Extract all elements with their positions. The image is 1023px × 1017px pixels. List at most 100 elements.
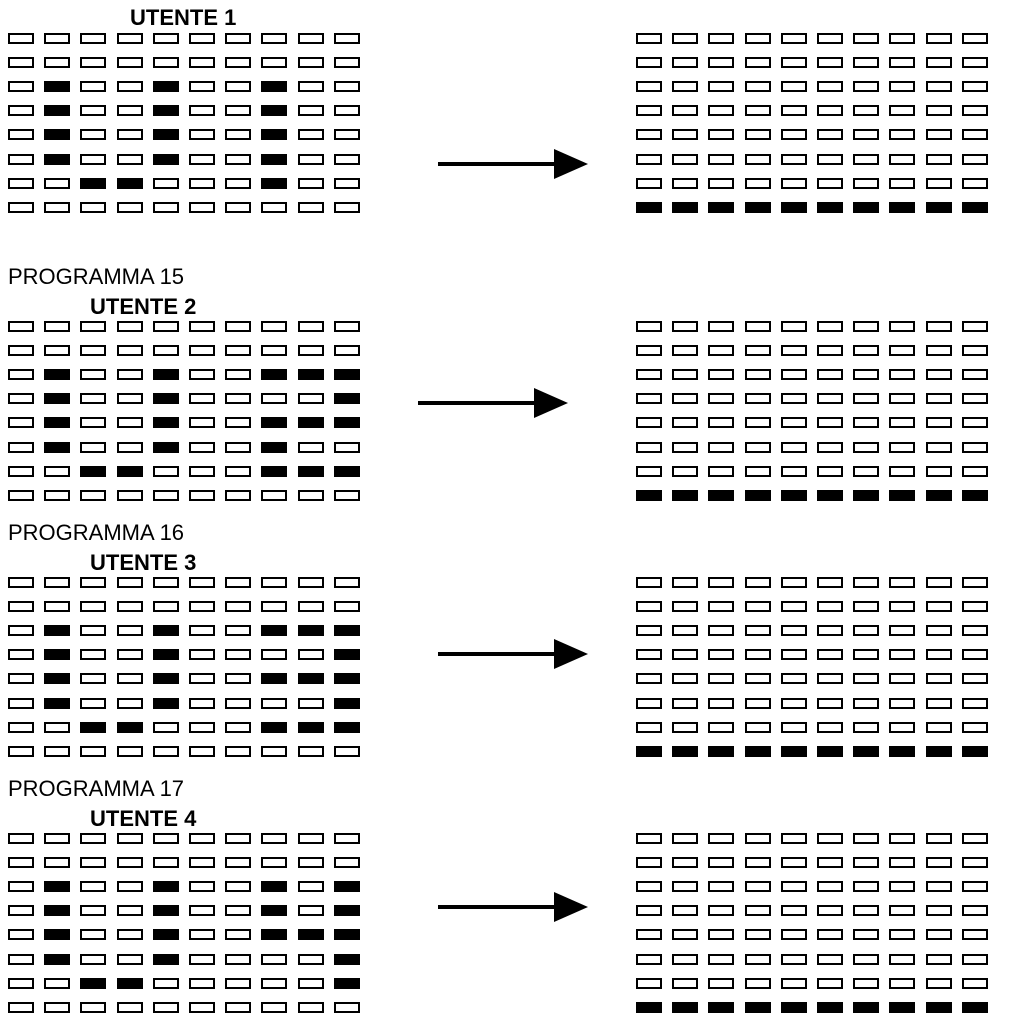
grid-cell-off [80,490,106,501]
grid-cell-off [672,466,698,477]
grid-cell-on [334,466,360,477]
grid-cell-on [708,202,734,213]
grid-cell-on [745,490,771,501]
grid-cell-off [8,698,34,709]
grid-cell-off [962,321,988,332]
grid-cell-off [153,978,179,989]
grid-cell-off [117,57,143,68]
grid-cell-on [153,954,179,965]
grid-cell-off [153,345,179,356]
grid-cell-off [672,881,698,892]
grid-cell-on [334,649,360,660]
grid-cell-off [889,369,915,380]
program-label-3: PROGRAMMA 16 [8,520,185,545]
grid-cell-off [261,490,287,501]
grid-cell-off [189,417,215,428]
grid-cell-off [44,466,70,477]
grid-cell-off [298,81,324,92]
grid-cell-on [44,954,70,965]
grid-cell-off [298,649,324,660]
grid-cell-on [708,490,734,501]
grid-cell-off [8,857,34,868]
grid-cell-off [745,905,771,916]
grid-cell-off [261,577,287,588]
grid-cell-on [708,746,734,757]
grid-cell-off [781,393,807,404]
grid-cell-off [80,154,106,165]
grid-cell-off [189,978,215,989]
grid-cell-off [853,466,879,477]
grid-cell-on [298,929,324,940]
grid-cell-off [8,746,34,757]
grid-cell-off [261,1002,287,1013]
grid-cell-off [672,649,698,660]
grid-cell-on [261,881,287,892]
grid-cell-off [889,105,915,116]
grid-cell-off [298,442,324,453]
grid-cell-off [672,625,698,636]
grid-cell-off [80,601,106,612]
grid-cell-off [672,393,698,404]
grid-cell-off [189,649,215,660]
grid-cell-on [853,1002,879,1013]
grid-cell-off [926,129,952,140]
grid-cell-off [781,178,807,189]
grid-cell-off [745,154,771,165]
grid-cell-on [117,178,143,189]
grid-cell-off [672,833,698,844]
grid-cell-off [44,1002,70,1013]
grid-cell-off [817,369,843,380]
grid-cell-off [189,601,215,612]
grid-cell-off [8,881,34,892]
grid-cell-on [334,881,360,892]
grid-cell-off [708,601,734,612]
grid-cell-off [298,33,324,44]
grid-cell-off [781,345,807,356]
grid-cell-off [889,129,915,140]
grid-cell-off [926,978,952,989]
grid-cell-off [926,905,952,916]
grid-cell-on [298,722,324,733]
grid-cell-on [298,466,324,477]
grid-cell-on [44,881,70,892]
grid-cell-off [261,321,287,332]
grid-cell-off [889,905,915,916]
grid-cell-on [44,105,70,116]
grid-cell-off [225,673,251,684]
grid-cell-off [8,833,34,844]
grid-cell-off [225,833,251,844]
grid-cell-on [817,746,843,757]
grid-cell-off [189,105,215,116]
grid-cell-off [745,673,771,684]
grid-cell-off [781,833,807,844]
grid-cell-off [962,129,988,140]
grid-cell-off [962,857,988,868]
grid-cell-on [44,905,70,916]
grid-cell-off [926,601,952,612]
grid-cell-off [636,393,662,404]
grid-cell-off [334,833,360,844]
grid-cell-on [889,490,915,501]
grid-cell-off [962,81,988,92]
grid-cell-off [672,442,698,453]
grid-cell-off [153,833,179,844]
grid-cell-off [962,649,988,660]
grid-cell-off [44,577,70,588]
grid-cell-off [708,154,734,165]
grid-cell-off [44,978,70,989]
grid-cell-off [8,978,34,989]
grid-cell-off [189,490,215,501]
grid-cell-on [153,881,179,892]
grid-cell-on [261,154,287,165]
grid-cell-off [153,202,179,213]
grid-cell-off [153,57,179,68]
grid-cell-on [261,178,287,189]
grid-cell-off [8,625,34,636]
grid-cell-off [853,905,879,916]
grid-cell-off [80,417,106,428]
grid-cell-off [853,722,879,733]
grid-cell-off [708,369,734,380]
grid-cell-off [672,105,698,116]
grid-cell-off [926,722,952,733]
grid-cell-on [153,417,179,428]
